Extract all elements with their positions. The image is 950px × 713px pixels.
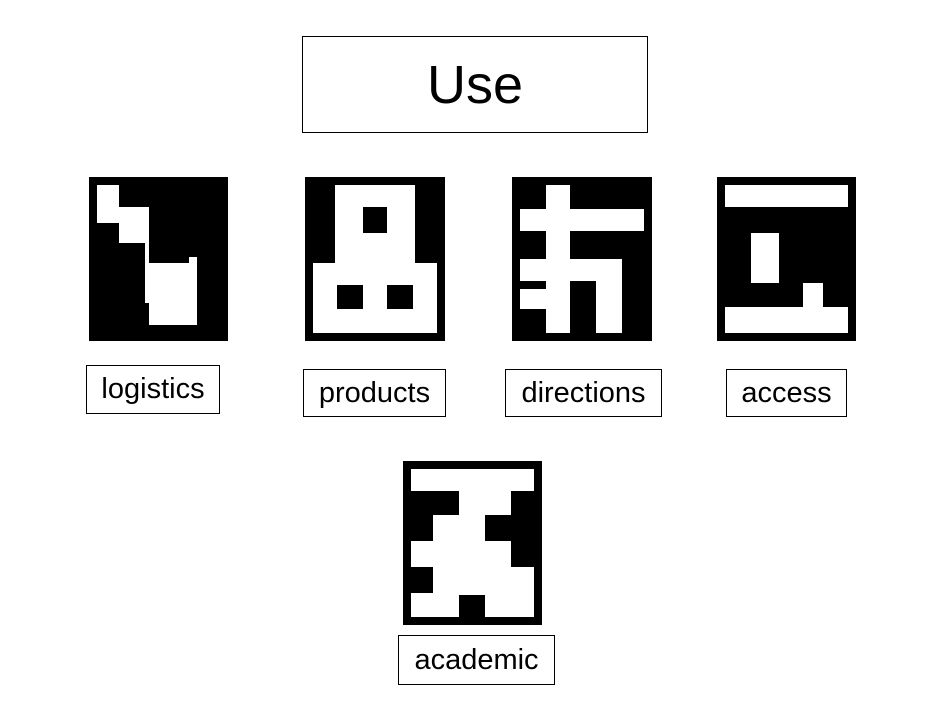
label-academic-text: academic xyxy=(414,643,539,676)
label-access-text: access xyxy=(741,376,832,409)
title-text: Use xyxy=(426,54,524,115)
title-box: Use xyxy=(302,36,648,133)
label-directions: directions xyxy=(505,369,662,417)
pattern-icon-directions xyxy=(512,177,652,341)
label-access: access xyxy=(726,369,847,417)
label-products-text: products xyxy=(318,376,431,409)
label-products: products xyxy=(303,369,446,417)
pattern-icon-logistics xyxy=(89,177,228,341)
pattern-icon-products xyxy=(305,177,445,341)
label-academic: academic xyxy=(398,635,555,685)
pattern-icon-academic xyxy=(403,461,542,625)
label-logistics: logistics xyxy=(86,365,220,414)
label-logistics-text: logistics xyxy=(101,373,205,405)
label-directions-text: directions xyxy=(521,376,646,409)
pattern-icon-access xyxy=(717,177,856,341)
